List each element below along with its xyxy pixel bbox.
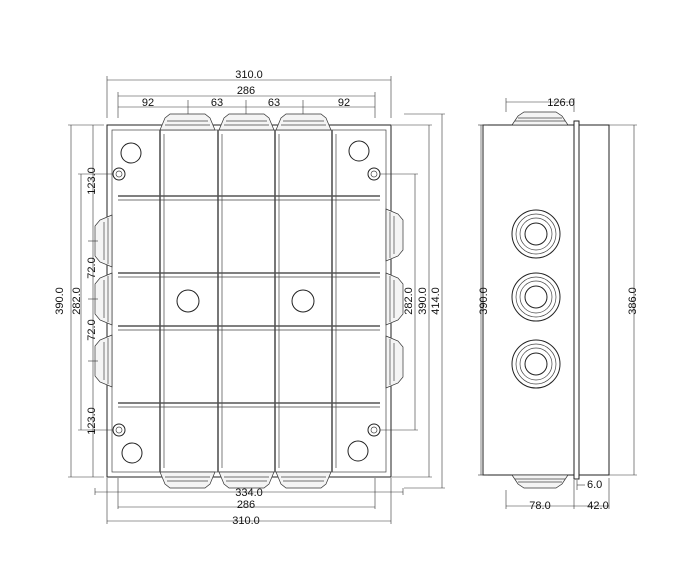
dim-top-seg-mid1: 63 [211, 97, 223, 109]
corner-hole-tr [348, 140, 370, 162]
bottom-gland-3 [275, 471, 332, 489]
dim-right-overall: 414.0 [430, 287, 442, 315]
front-body-inner-outline [111, 129, 387, 473]
dim-left-seg-center: 282.0 [71, 287, 83, 315]
mount-hole-tl [112, 167, 126, 181]
dim-bottom-outer-span: 334.0 [235, 487, 263, 499]
dim-left-seg-mid1: 72.0 [86, 257, 98, 278]
side-top-gland [511, 111, 569, 126]
bottom-gland-2 [218, 471, 275, 489]
dim-top-seg-right: 92 [338, 97, 350, 109]
top-gland-3 [275, 113, 332, 131]
dim-side-left-height: 390.0 [478, 287, 490, 315]
corner-hole-tl [120, 142, 142, 164]
corner-hole-bl [121, 442, 143, 464]
right-gland-3 [385, 335, 404, 389]
dim-top-seg-mid2: 63 [268, 97, 280, 109]
mount-hole-tr [367, 167, 381, 181]
mount-hole-bl [112, 423, 126, 437]
corner-hole-br [347, 440, 369, 462]
side-knockout-2 [511, 272, 561, 322]
dim-right-mid: 390.0 [417, 287, 429, 315]
top-gland-2 [218, 113, 275, 131]
bottom-glands [159, 471, 332, 489]
dim-side-right-height: 386.0 [627, 287, 639, 315]
side-flange [573, 120, 580, 480]
mount-hole-br [367, 423, 381, 437]
side-knockout-1 [511, 209, 561, 259]
left-dimensions: 390.0 282.0 123.0 72.0 72.0 123.0 [54, 124, 113, 478]
right-gland-1 [385, 208, 404, 262]
dim-bottom-overall: 310.0 [232, 515, 260, 527]
rib-grid [118, 130, 380, 472]
top-gland-1 [159, 113, 216, 131]
top-glands [159, 113, 332, 131]
bottom-dimensions: 334.0 286 310.0 [94, 478, 404, 527]
dim-bottom-inner: 286 [237, 499, 255, 511]
left-glands [94, 214, 113, 388]
front-body-outline [106, 124, 392, 478]
dim-top-inner: 286 [237, 85, 255, 97]
dim-left-seg-bottom: 123.0 [86, 407, 98, 435]
side-body-outline [482, 124, 575, 476]
right-glands [385, 208, 404, 389]
dim-side-top-width: 126.0 [547, 97, 575, 109]
dim-side-bottom-depth: 78.0 [529, 500, 550, 512]
bottom-gland-1 [159, 471, 216, 489]
side-bottom-gland [511, 474, 569, 489]
dim-left-seg-top: 123.0 [86, 167, 98, 195]
center-hole-right [291, 289, 315, 313]
dim-side-flange: 6.0 [587, 479, 602, 491]
dim-top-overall: 310.0 [235, 69, 263, 81]
center-hole-left [176, 289, 200, 313]
side-view: 126.0 390.0 386.0 6.0 78.0 42.0 [478, 97, 639, 512]
top-dimensions: 310.0 286 92 63 63 92 [106, 69, 392, 118]
dim-left-seg-mid2: 72.0 [86, 319, 98, 340]
dim-left-overall: 390.0 [54, 287, 66, 315]
side-knockout-3 [511, 339, 561, 389]
dim-side-bottom-lid: 42.0 [587, 500, 608, 512]
dim-top-seg-left: 92 [142, 97, 154, 109]
side-lid [578, 124, 610, 476]
dim-right-inner: 282.0 [403, 287, 415, 315]
corner-holes [112, 140, 381, 464]
right-gland-2 [385, 272, 404, 326]
right-dimensions: 282.0 390.0 414.0 [380, 113, 445, 489]
front-view: 310.0 286 92 63 63 92 334.0 286 [54, 69, 445, 527]
